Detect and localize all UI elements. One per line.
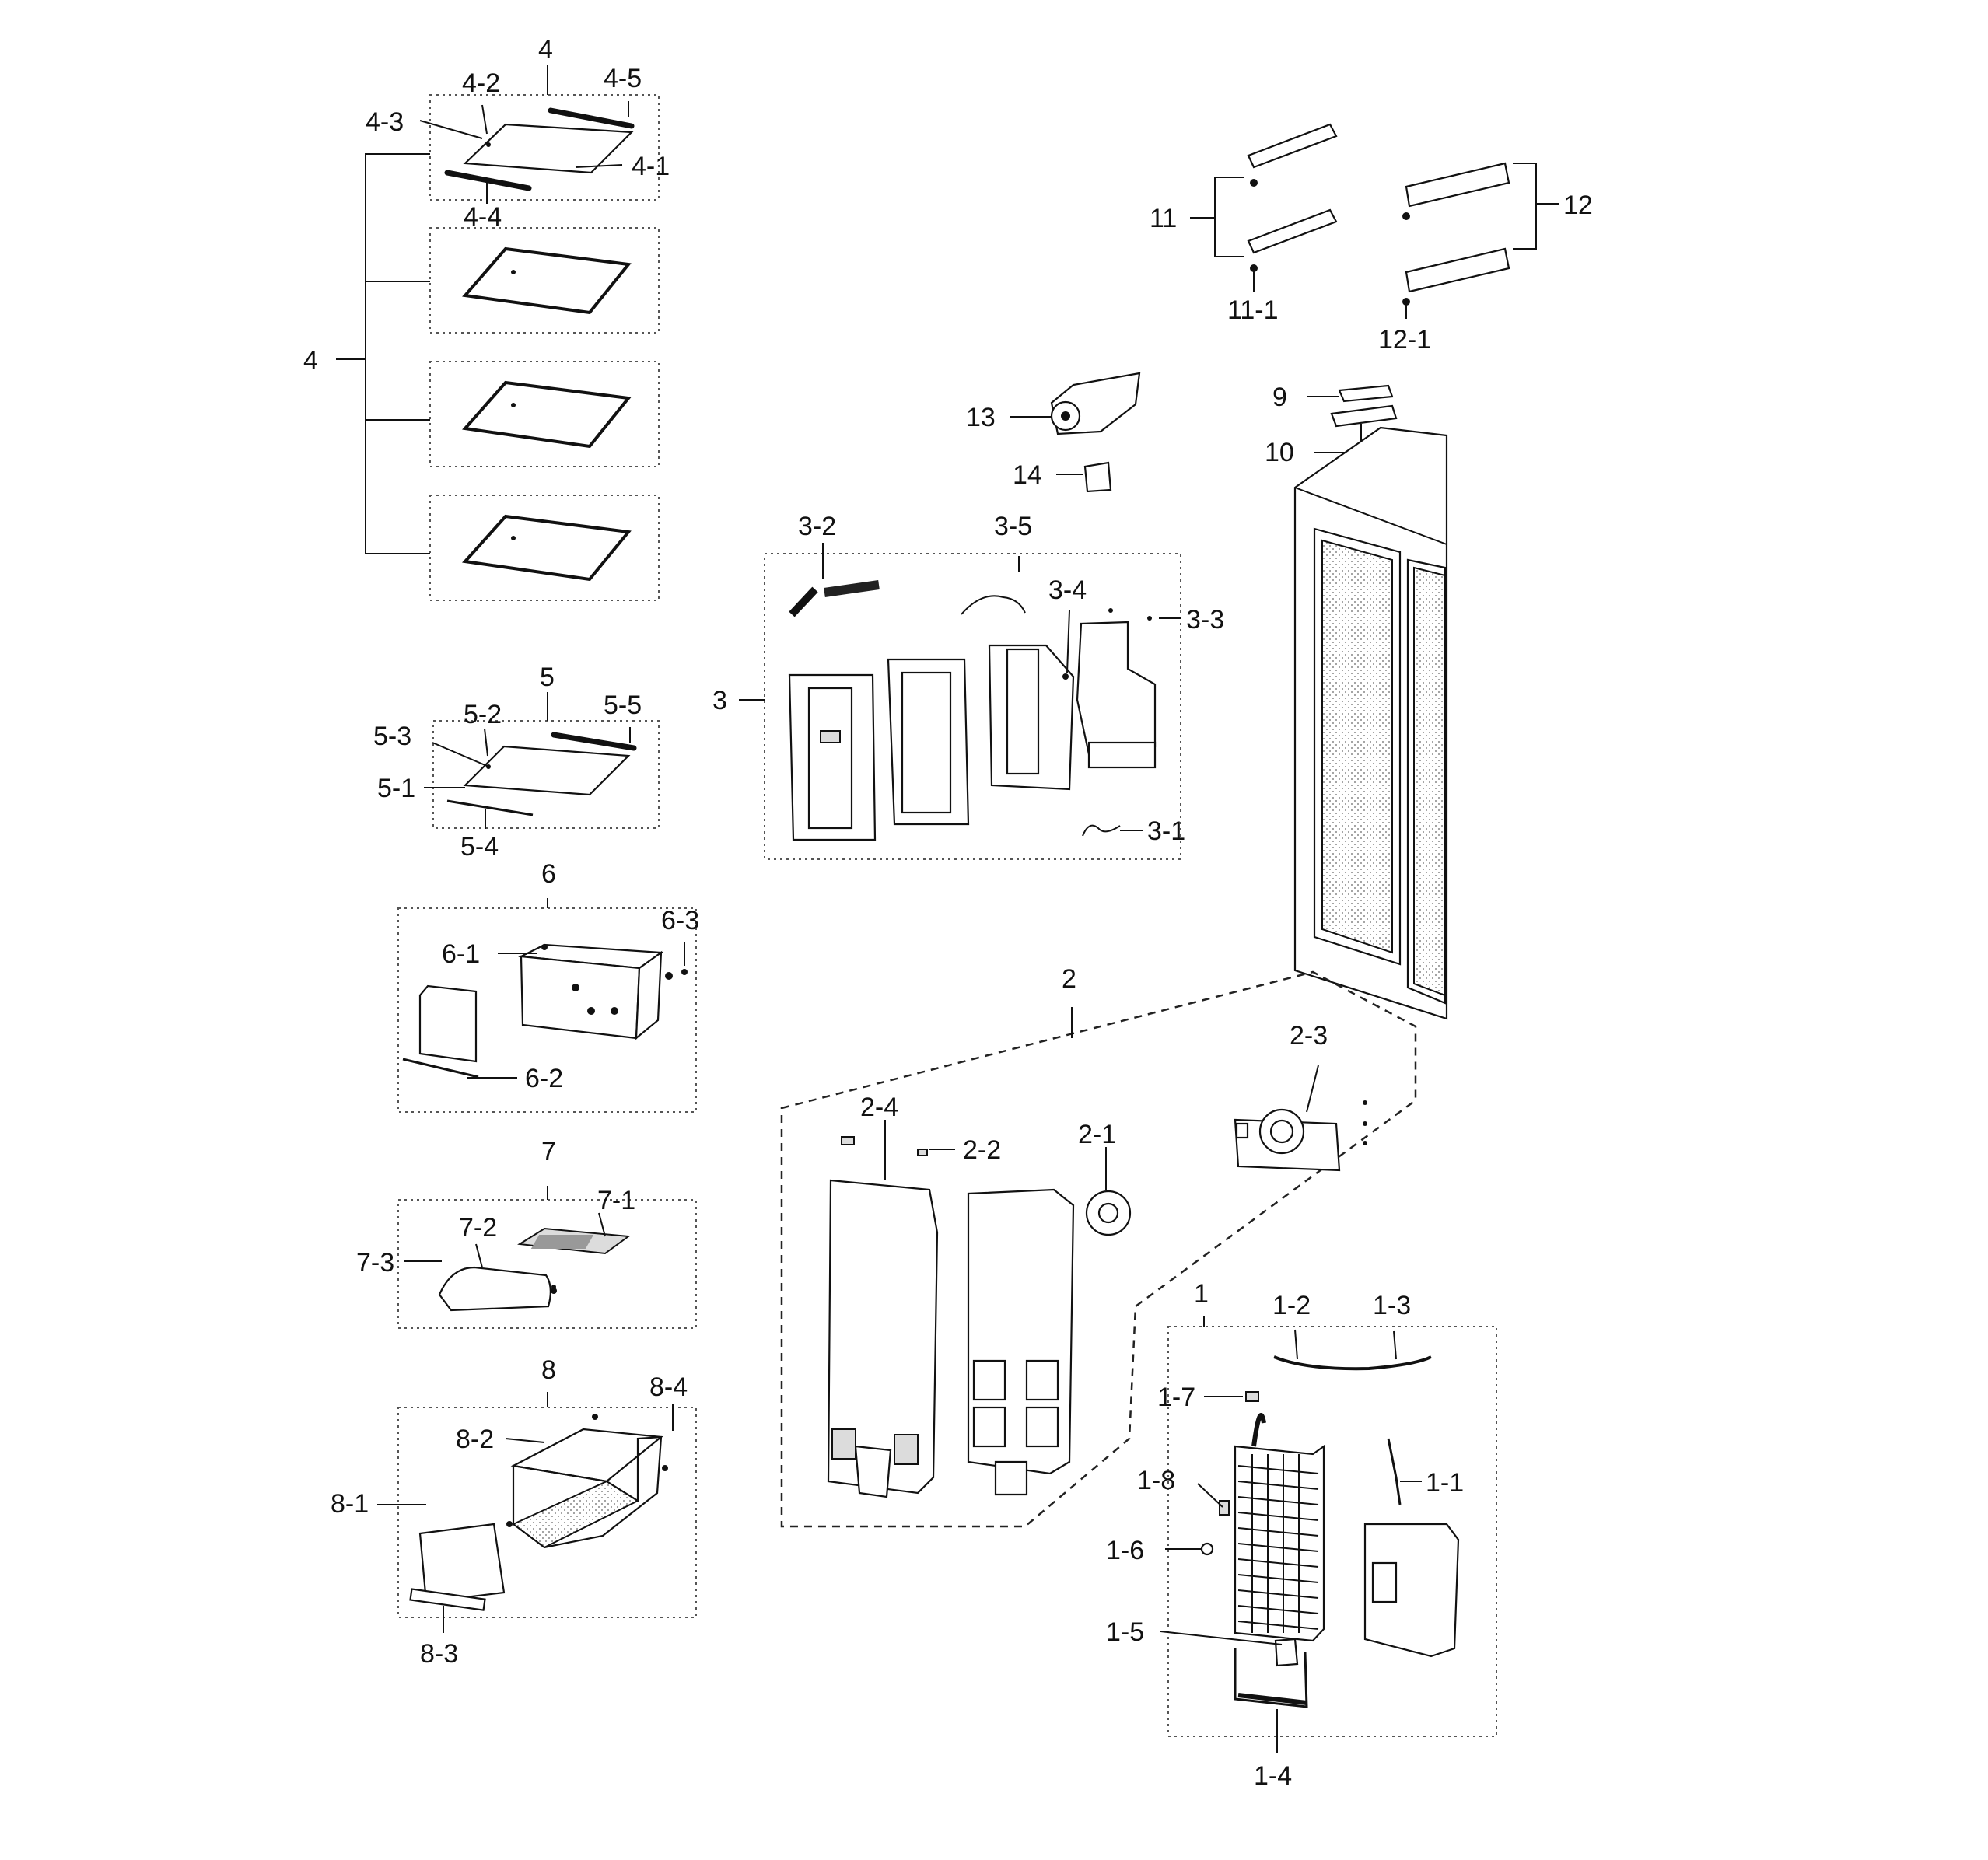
label-3-5: 3-5	[994, 512, 1032, 541]
label-8-1: 8-1	[331, 1489, 369, 1519]
evaporator-cover-group-2: 2 2-3 2-4 2-2 2-1	[780, 964, 1417, 1528]
label-2-1: 2-1	[1078, 1120, 1116, 1149]
label-11-1: 11-1	[1227, 295, 1279, 325]
label-1-8: 1-8	[1137, 1466, 1175, 1495]
hinge-group-11-12: 11 11-1 12 12-1	[1150, 123, 1593, 355]
label-5-2: 5-2	[464, 700, 502, 729]
label-7: 7	[541, 1137, 556, 1166]
label-1-5: 1-5	[1106, 1617, 1144, 1647]
label-8-3: 8-3	[420, 1639, 458, 1669]
label-14: 14	[1013, 460, 1042, 490]
shelf-group-4: 4 4-2 4-3 4-5 4-1 4-4 4	[303, 35, 670, 601]
label-3-3: 3-3	[1186, 605, 1224, 635]
label-4-left: 4	[303, 346, 318, 376]
label-6-2: 6-2	[525, 1064, 563, 1093]
label-7-2: 7-2	[459, 1213, 497, 1243]
label-2-4: 2-4	[860, 1093, 898, 1122]
label-7-3: 7-3	[356, 1248, 394, 1278]
label-4-1: 4-1	[632, 152, 670, 181]
label-12: 12	[1563, 191, 1593, 220]
evaporator-group-1: 1 1-2 1-3 1-7 1-8 1-1 1-6 1-5 1-4	[1106, 1279, 1497, 1791]
label-1: 1	[1194, 1279, 1209, 1309]
label-4-5: 4-5	[604, 64, 642, 93]
label-2-3: 2-3	[1290, 1021, 1328, 1051]
label-1-7: 1-7	[1157, 1383, 1195, 1412]
label-4-3: 4-3	[366, 107, 404, 137]
label-2-2: 2-2	[963, 1135, 1001, 1165]
label-5-1: 5-1	[377, 774, 415, 803]
drawer-group-6: 6 6-1 6-3 6-2	[397, 859, 699, 1113]
drawer-group-7: 7 7-1 7-2 7-3	[356, 1137, 697, 1329]
label-6: 6	[541, 859, 556, 889]
label-3-4: 3-4	[1048, 575, 1087, 605]
label-12-1: 12-1	[1378, 325, 1431, 355]
label-10: 10	[1265, 438, 1294, 467]
shelf-group-5: 5 5-2 5-3 5-5 5-1 5-4	[373, 663, 660, 862]
label-1-1: 1-1	[1426, 1468, 1464, 1498]
label-1-6: 1-6	[1106, 1536, 1144, 1565]
label-5-5: 5-5	[604, 691, 642, 720]
label-5-4: 5-4	[460, 832, 499, 862]
label-7-1: 7-1	[597, 1186, 635, 1215]
label-1-2: 1-2	[1272, 1291, 1311, 1320]
label-3-1: 3-1	[1147, 816, 1185, 846]
panel-group-3: 3-2 3-5 3-4 3-3 3 3-1	[712, 512, 1224, 860]
shelf-trim-4-4	[444, 170, 532, 191]
label-4-4: 4-4	[464, 202, 502, 232]
label-3: 3	[712, 686, 727, 715]
label-6-1: 6-1	[442, 939, 480, 969]
label-8-2: 8-2	[456, 1425, 494, 1454]
drawer-group-8: 8 8-2 8-4 8-1 8-3	[331, 1355, 697, 1669]
parts-13-14: 13 14	[966, 372, 1141, 493]
label-5-3: 5-3	[373, 722, 411, 751]
label-9: 9	[1272, 383, 1287, 412]
label-3-2: 3-2	[798, 512, 836, 541]
label-8: 8	[541, 1355, 556, 1385]
label-8-4: 8-4	[649, 1372, 688, 1402]
label-4-2: 4-2	[462, 68, 500, 98]
label-1-3: 1-3	[1373, 1291, 1411, 1320]
label-1-4: 1-4	[1254, 1761, 1292, 1791]
label-6-3: 6-3	[661, 906, 699, 935]
label-5: 5	[540, 663, 555, 692]
cabinet-and-covers: 9 10	[1265, 383, 1448, 1020]
label-13: 13	[966, 403, 996, 432]
shelf-trim-4-5	[548, 107, 635, 129]
label-4-top: 4	[538, 35, 553, 65]
label-2: 2	[1062, 964, 1076, 994]
label-11: 11	[1150, 204, 1177, 233]
